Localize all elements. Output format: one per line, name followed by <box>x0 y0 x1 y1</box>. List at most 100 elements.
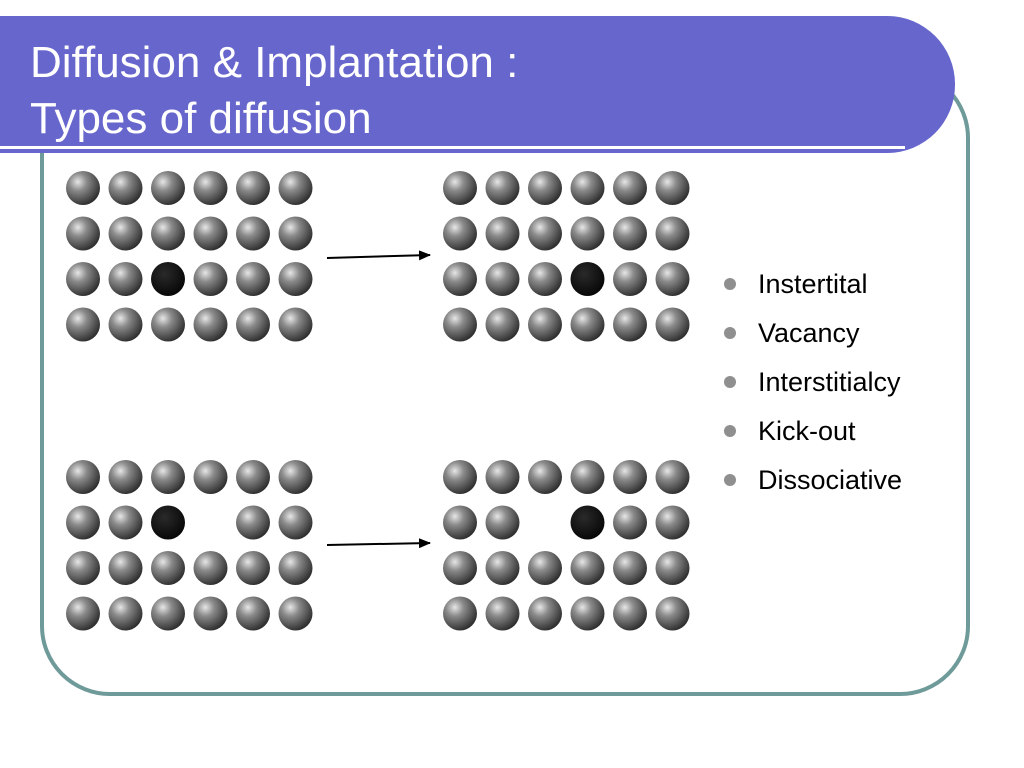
bullet-item-instertital: Instertital <box>722 262 902 311</box>
host-atom <box>278 551 313 585</box>
host-atom <box>655 551 690 585</box>
host-atom <box>613 505 647 540</box>
host-atom <box>108 262 143 296</box>
host-atom <box>485 460 520 494</box>
bullet-dot-icon <box>724 278 736 290</box>
bullet-dot-icon <box>724 376 736 388</box>
bullet-item-dissociative: Dissociative <box>722 458 902 507</box>
host-atom <box>278 596 313 631</box>
host-atom <box>278 216 313 251</box>
host-atom <box>443 262 477 296</box>
impurity-atom <box>151 505 185 540</box>
bullet-label: Dissociative <box>758 465 903 495</box>
impurity-atom <box>151 262 185 296</box>
host-atom <box>66 505 100 540</box>
host-atom <box>485 171 520 205</box>
host-atom <box>655 460 690 494</box>
slide-title-line-1: Diffusion & Implantation : <box>30 38 519 87</box>
host-atom <box>655 216 690 251</box>
host-atom <box>485 307 520 342</box>
host-atom <box>528 262 562 296</box>
host-atom <box>66 307 100 342</box>
host-atom <box>570 171 605 205</box>
host-atom <box>66 262 100 296</box>
host-atom <box>108 505 143 540</box>
bullet-item-kick-out: Kick-out <box>722 409 902 458</box>
host-atom <box>570 596 605 631</box>
bullet-dot-icon <box>724 425 736 437</box>
title-underline <box>0 146 905 149</box>
lattice-top-after <box>443 171 690 342</box>
host-atom <box>108 460 143 494</box>
host-atom <box>66 596 100 631</box>
host-atom <box>655 307 690 342</box>
host-atom <box>236 262 270 296</box>
host-atom <box>236 551 270 585</box>
bullet-label: Kick-out <box>758 416 856 446</box>
host-atom <box>236 171 270 205</box>
host-atom <box>570 216 605 251</box>
host-atom <box>151 216 185 251</box>
host-atom <box>443 596 477 631</box>
bullet-label: Vacancy <box>758 318 860 348</box>
host-atom <box>443 505 477 540</box>
host-atom <box>613 171 647 205</box>
host-atom <box>193 596 228 631</box>
host-atom <box>613 460 647 494</box>
diffusion-diagram <box>66 171 690 631</box>
host-atom <box>485 596 520 631</box>
host-atom <box>193 460 228 494</box>
host-atom <box>613 262 647 296</box>
bottom-arrow <box>326 538 431 549</box>
host-atom <box>485 505 520 540</box>
host-atom <box>528 596 562 631</box>
host-atom <box>570 460 605 494</box>
title-banner: Diffusion & Implantation : Types of diff… <box>0 16 955 153</box>
host-atom <box>108 171 143 205</box>
host-atom <box>528 216 562 251</box>
host-atom <box>236 460 270 494</box>
host-atom <box>151 171 185 205</box>
host-atom <box>193 171 228 205</box>
host-atom <box>613 551 647 585</box>
host-atom <box>193 307 228 342</box>
impurity-atom <box>570 262 605 296</box>
host-atom <box>193 551 228 585</box>
host-atom <box>528 307 562 342</box>
host-atom <box>236 505 270 540</box>
host-atom <box>443 551 477 585</box>
host-atom <box>528 551 562 585</box>
host-atom <box>443 171 477 205</box>
host-atom <box>236 216 270 251</box>
host-atom <box>613 216 647 251</box>
host-atom <box>655 171 690 205</box>
host-atom <box>108 551 143 585</box>
bullet-dot-icon <box>724 327 736 339</box>
host-atom <box>151 307 185 342</box>
host-atom <box>236 307 270 342</box>
host-atom <box>66 460 100 494</box>
host-atom <box>278 460 313 494</box>
lattice-bottom-before <box>66 460 313 631</box>
bullet-dot-icon <box>724 474 736 486</box>
host-atom <box>151 460 185 494</box>
host-atom <box>108 307 143 342</box>
bullet-label: Instertital <box>758 269 868 299</box>
host-atom <box>613 307 647 342</box>
host-atom <box>278 307 313 342</box>
host-atom <box>655 262 690 296</box>
slide-title-line-2: Types of diffusion <box>30 94 372 143</box>
host-atom <box>108 216 143 251</box>
host-atom <box>66 216 100 251</box>
host-atom <box>485 551 520 585</box>
lattice-bottom-after <box>443 460 690 631</box>
host-atom <box>528 460 562 494</box>
host-atom <box>570 551 605 585</box>
host-atom <box>66 551 100 585</box>
host-atom <box>443 216 477 251</box>
host-atom <box>66 171 100 205</box>
host-atom <box>655 505 690 540</box>
host-atom <box>236 596 270 631</box>
host-atom <box>151 596 185 631</box>
host-atom <box>443 460 477 494</box>
